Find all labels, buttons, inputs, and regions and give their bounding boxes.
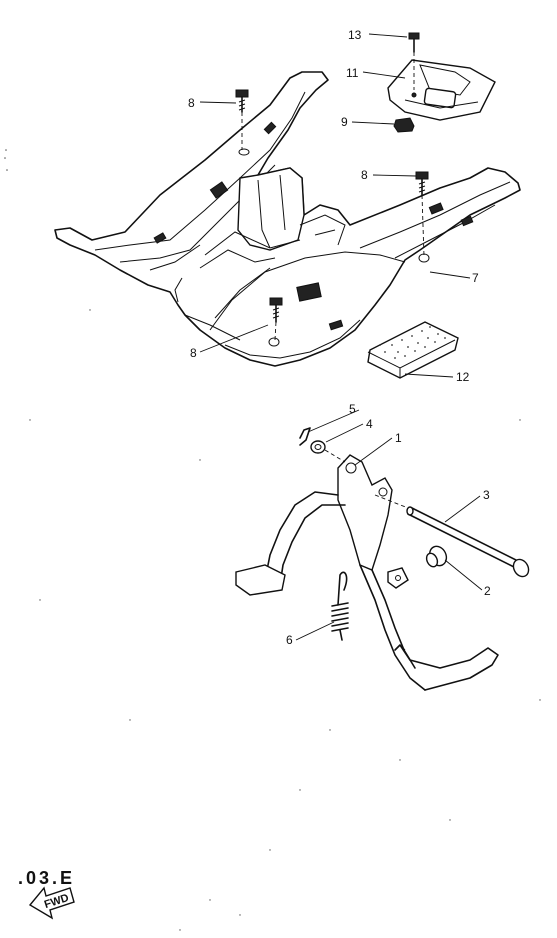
label-13: 13 [348, 28, 362, 42]
label-4: 4 [366, 417, 373, 431]
main-stand-part [235, 454, 499, 691]
bolt-part-8-upper [235, 89, 249, 150]
spring-part [331, 571, 349, 641]
lid-part [387, 59, 496, 121]
bush-part [425, 545, 448, 568]
label-1: 1 [395, 431, 402, 445]
washer-part [310, 440, 326, 454]
label-12: 12 [456, 370, 470, 384]
scan-speckles [4, 149, 541, 931]
vent-grille [153, 121, 474, 331]
label-11: 11 [346, 66, 359, 80]
fwd-arrow-icon: FWD [28, 886, 75, 920]
cotter-pin-part [299, 427, 311, 446]
sponge-pad-part [367, 321, 459, 379]
clip-part [393, 117, 415, 133]
page-code: .03.E [18, 868, 75, 888]
label-5: 5 [349, 402, 356, 416]
label-8-lower: 8 [190, 346, 197, 360]
bolt-part-8-right [415, 171, 429, 257]
leader-lines [199, 33, 483, 641]
floor-board-part [54, 71, 521, 367]
bolt-part-13 [408, 32, 420, 90]
label-3: 3 [483, 488, 490, 502]
pivot-shaft-part [374, 494, 530, 578]
label-8-upper: 8 [188, 96, 195, 110]
bolt-part-8-lower [269, 297, 283, 341]
label-8-right: 8 [361, 168, 368, 182]
label-9: 9 [341, 115, 348, 129]
label-7: 7 [472, 271, 479, 285]
label-6: 6 [286, 633, 293, 647]
label-2: 2 [484, 584, 491, 598]
